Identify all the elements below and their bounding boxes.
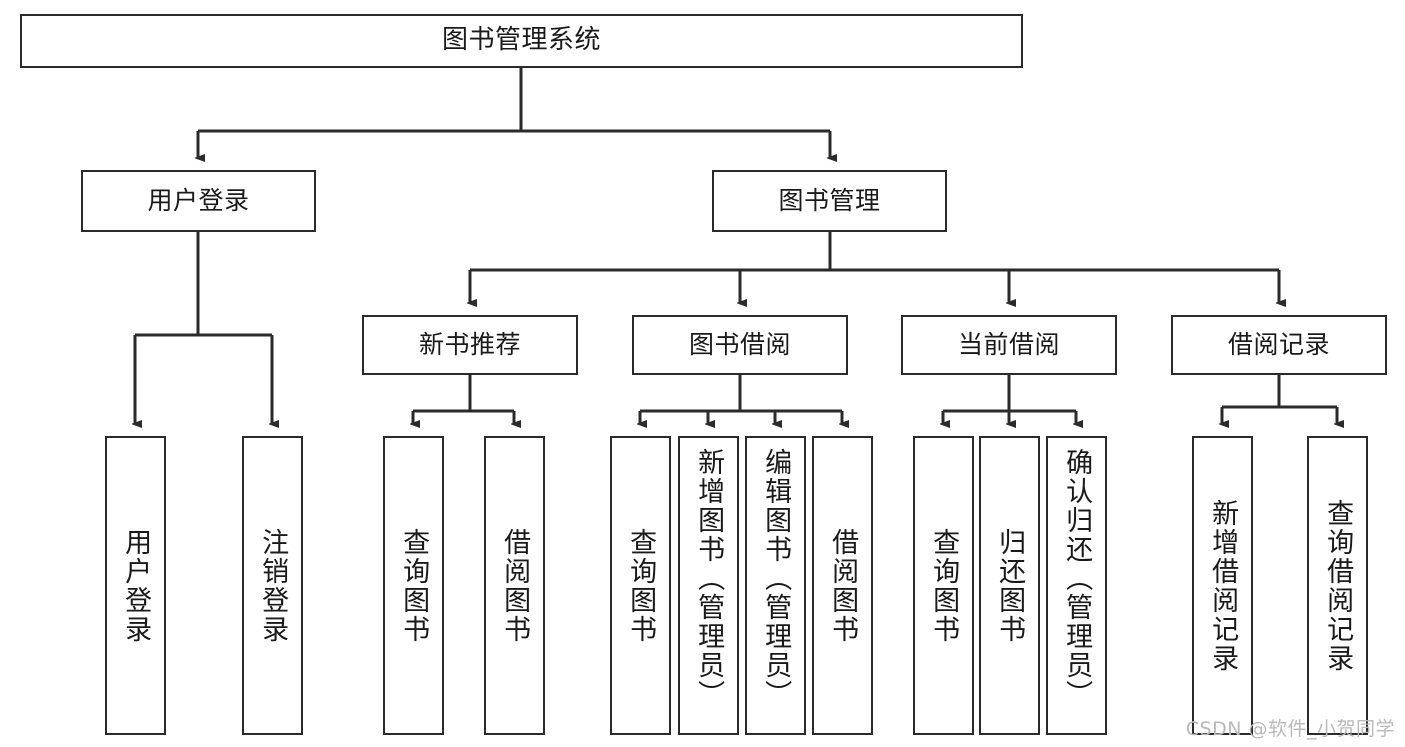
leaf-book-borrow-query-book[interactable]: 查询图书 xyxy=(610,436,671,735)
leaf-current-borrow-query-book[interactable]: 查询图书 xyxy=(913,436,974,735)
node-label: 确认归还（管理员） xyxy=(1061,448,1093,709)
leaf-new-book-query-book[interactable]: 查询图书 xyxy=(383,436,444,735)
node-current-borrow[interactable]: 当前借阅 xyxy=(901,315,1117,375)
node-label: 归还图书 xyxy=(994,527,1026,644)
watermark: CSDN @软件_小贺同学 xyxy=(1185,718,1395,740)
node-label: 查询图书 xyxy=(928,527,960,644)
node-label: 注销登录 xyxy=(257,527,289,644)
node-new-book-recommend[interactable]: 新书推荐 xyxy=(362,315,578,375)
leaf-current-borrow-return-book[interactable]: 归还图书 xyxy=(979,436,1040,735)
leaf-borrow-record-add-record[interactable]: 新增借阅记录 xyxy=(1192,436,1253,735)
node-label: 新增借阅记录 xyxy=(1207,498,1239,673)
node-root-book-management-system[interactable]: 图书管理系统 xyxy=(20,14,1023,68)
node-label: 当前借阅 xyxy=(957,330,1060,359)
node-label: 查询借阅记录 xyxy=(1322,498,1354,673)
node-label: 用户登录 xyxy=(120,527,152,644)
node-book-management[interactable]: 图书管理 xyxy=(712,170,947,232)
node-label: 图书管理系统 xyxy=(441,25,601,56)
node-label: 借阅记录 xyxy=(1227,330,1330,359)
leaf-book-borrow-edit-book-admin[interactable]: 编辑图书（管理员） xyxy=(745,436,806,735)
node-label: 查询图书 xyxy=(625,527,657,644)
node-user-login[interactable]: 用户登录 xyxy=(81,170,316,232)
leaf-user-login-logout[interactable]: 注销登录 xyxy=(242,436,303,735)
node-label: 借阅图书 xyxy=(499,527,531,644)
leaf-current-borrow-confirm-return-admin[interactable]: 确认归还（管理员） xyxy=(1046,436,1107,735)
node-borrow-record[interactable]: 借阅记录 xyxy=(1171,315,1387,375)
node-label: 新增图书（管理员） xyxy=(693,448,725,709)
node-label: 图书借阅 xyxy=(688,330,791,359)
node-label: 查询图书 xyxy=(398,527,430,644)
leaf-book-borrow-add-book-admin[interactable]: 新增图书（管理员） xyxy=(678,436,739,735)
node-label: 图书管理 xyxy=(778,186,881,215)
leaf-user-login-login[interactable]: 用户登录 xyxy=(105,436,166,735)
leaf-book-borrow-borrow-book[interactable]: 借阅图书 xyxy=(812,436,873,735)
leaf-borrow-record-query-record[interactable]: 查询借阅记录 xyxy=(1307,436,1368,735)
node-book-borrow[interactable]: 图书借阅 xyxy=(632,315,848,375)
node-label: 新书推荐 xyxy=(418,330,521,359)
node-label: 用户登录 xyxy=(147,186,250,215)
leaf-new-book-borrow-book[interactable]: 借阅图书 xyxy=(484,436,545,735)
node-label: 编辑图书（管理员） xyxy=(760,448,792,709)
node-label: 借阅图书 xyxy=(827,527,859,644)
